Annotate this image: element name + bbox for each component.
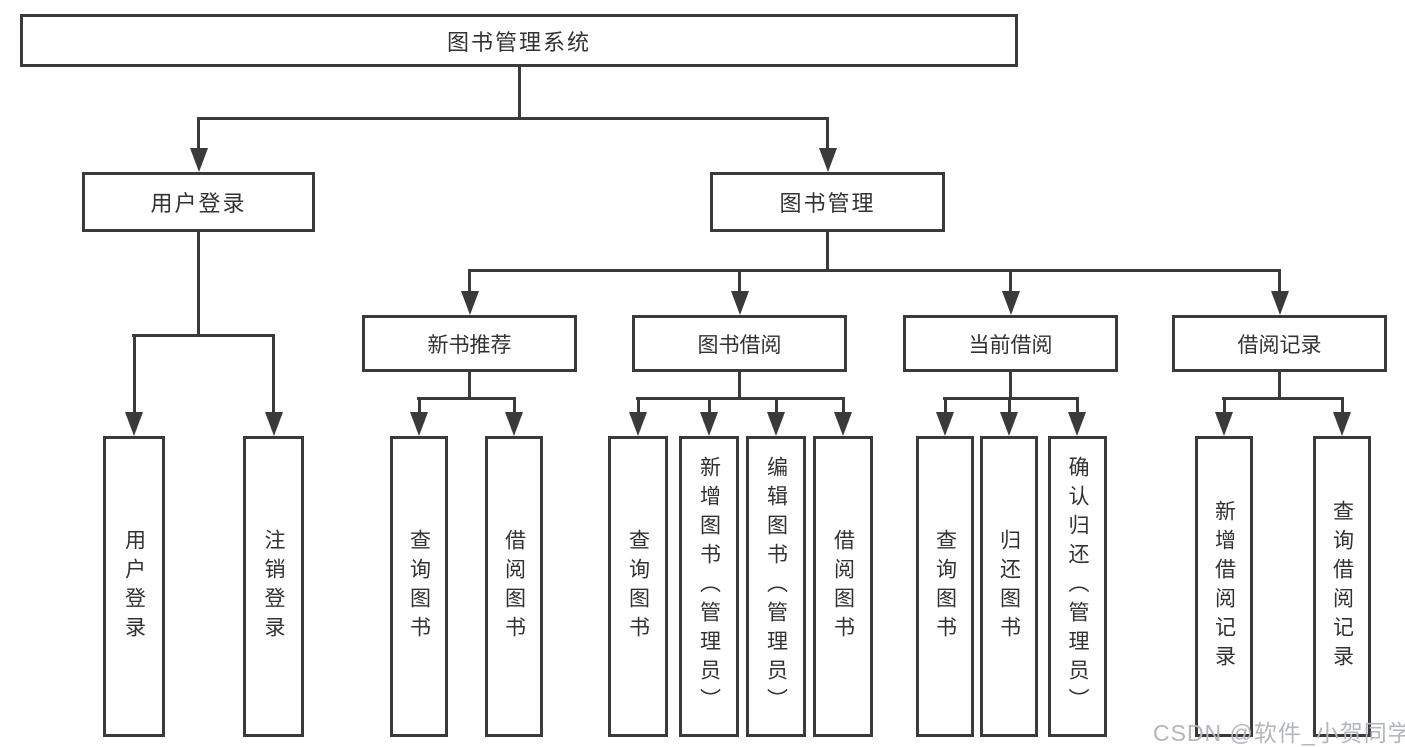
connector-line [738, 371, 741, 400]
leaf-label: 编辑图书（管理员） [764, 456, 788, 717]
connector-line [1278, 371, 1281, 400]
leaf-query-books-recommend: 查询图书 [390, 436, 448, 737]
connector-line [775, 397, 778, 415]
node-user-login: 用户登录 [82, 172, 315, 232]
arrow-down-icon [700, 412, 718, 436]
arrow-down-icon [936, 412, 954, 436]
arrow-down-icon [190, 148, 208, 172]
node-current-borrowing: 当前借阅 [903, 315, 1118, 372]
connector-line [943, 397, 1079, 400]
arrow-down-icon [1002, 291, 1020, 315]
leaf-label: 新增借阅记录 [1212, 499, 1236, 674]
connector-line [1223, 397, 1226, 415]
node-label: 新书推荐 [427, 333, 512, 357]
arrow-down-icon [731, 291, 749, 315]
connector-line [1009, 269, 1012, 295]
node-label: 图书管理系统 [446, 29, 591, 55]
arrow-down-icon [461, 291, 479, 315]
arrow-down-icon [1000, 412, 1018, 436]
connector-line [1076, 397, 1079, 415]
connector-line [133, 334, 136, 416]
leaf-edit-books-admin: 编辑图书（管理员） [746, 436, 806, 737]
csdn-watermark: CSDN @软件_小贺同学 [1153, 720, 1405, 746]
leaf-confirm-return-admin: 确认归还（管理员） [1048, 436, 1107, 737]
leaf-label: 归还图书 [997, 528, 1021, 645]
leaf-user-login: 用户登录 [103, 436, 165, 737]
connector-line [738, 269, 741, 295]
leaf-label: 查询图书 [407, 528, 431, 645]
connector-line [197, 117, 200, 153]
arrow-down-icon [819, 148, 837, 172]
connector-line [842, 397, 845, 415]
connector-line [418, 397, 421, 415]
arrow-down-icon [1215, 412, 1233, 436]
connector-line [1278, 269, 1281, 295]
leaf-borrow-books-recommend: 借阅图书 [485, 436, 543, 737]
leaf-borrow-books-borrow: 借阅图书 [813, 436, 873, 737]
leaf-query-books-borrow: 查询图书 [608, 436, 668, 737]
leaf-label: 新增图书（管理员） [697, 456, 721, 717]
leaf-return-books: 归还图书 [980, 436, 1038, 737]
leaf-label: 注销登录 [262, 528, 285, 645]
node-label: 图书管理 [779, 191, 876, 216]
leaf-logout: 注销登录 [243, 436, 304, 737]
arrow-down-icon [125, 412, 143, 436]
connector-line [1341, 397, 1344, 415]
node-label: 图书借阅 [697, 333, 782, 357]
connector-line [197, 231, 200, 337]
node-book-management-system: 图书管理系统 [20, 14, 1018, 67]
connector-line [1222, 397, 1343, 400]
node-book-borrowing: 图书借阅 [632, 315, 847, 372]
arrow-down-icon [265, 412, 283, 436]
arrow-down-icon [629, 412, 647, 436]
connector-line [197, 117, 829, 120]
arrow-down-icon [1333, 412, 1351, 436]
connector-line [272, 334, 275, 416]
leaf-add-borrow-record: 新增借阅记录 [1195, 436, 1253, 737]
leaf-label: 查询图书 [626, 528, 650, 645]
connector-line [468, 269, 471, 295]
node-book-management: 图书管理 [710, 172, 945, 232]
node-new-book-recommendation: 新书推荐 [362, 315, 577, 372]
connector-line [132, 334, 275, 337]
leaf-label: 借阅图书 [831, 528, 855, 645]
connector-line [468, 269, 1281, 272]
node-label: 借阅记录 [1237, 333, 1322, 357]
leaf-label: 用户登录 [122, 528, 146, 645]
arrow-down-icon [767, 412, 785, 436]
arrow-down-icon [505, 412, 523, 436]
connector-line [1008, 397, 1011, 415]
connector-line [417, 397, 516, 400]
connector-line [1009, 371, 1012, 400]
leaf-label: 查询图书 [933, 528, 957, 645]
connector-line [637, 397, 640, 415]
leaf-label: 确认归还（管理员） [1066, 456, 1089, 717]
leaf-label: 查询借阅记录 [1330, 499, 1354, 674]
node-label: 用户登录 [150, 191, 247, 216]
node-label: 当前借阅 [968, 333, 1053, 357]
leaf-label: 借阅图书 [502, 528, 526, 645]
leaf-query-borrow-record: 查询借阅记录 [1313, 436, 1371, 737]
arrow-down-icon [1068, 412, 1086, 436]
connector-line [468, 371, 471, 400]
arrow-down-icon [1271, 291, 1289, 315]
arrow-down-icon [834, 412, 852, 436]
leaf-query-books-current: 查询图书 [916, 436, 974, 737]
connector-line [708, 397, 711, 415]
leaf-add-books-admin: 新增图书（管理员） [679, 436, 739, 737]
connector-line [944, 397, 947, 415]
connector-line [513, 397, 516, 415]
connector-line [636, 397, 845, 400]
connector-line [518, 66, 521, 120]
arrow-down-icon [410, 412, 428, 436]
connector-line [826, 117, 829, 153]
connector-line [826, 231, 829, 272]
node-borrowing-records: 借阅记录 [1172, 315, 1387, 372]
